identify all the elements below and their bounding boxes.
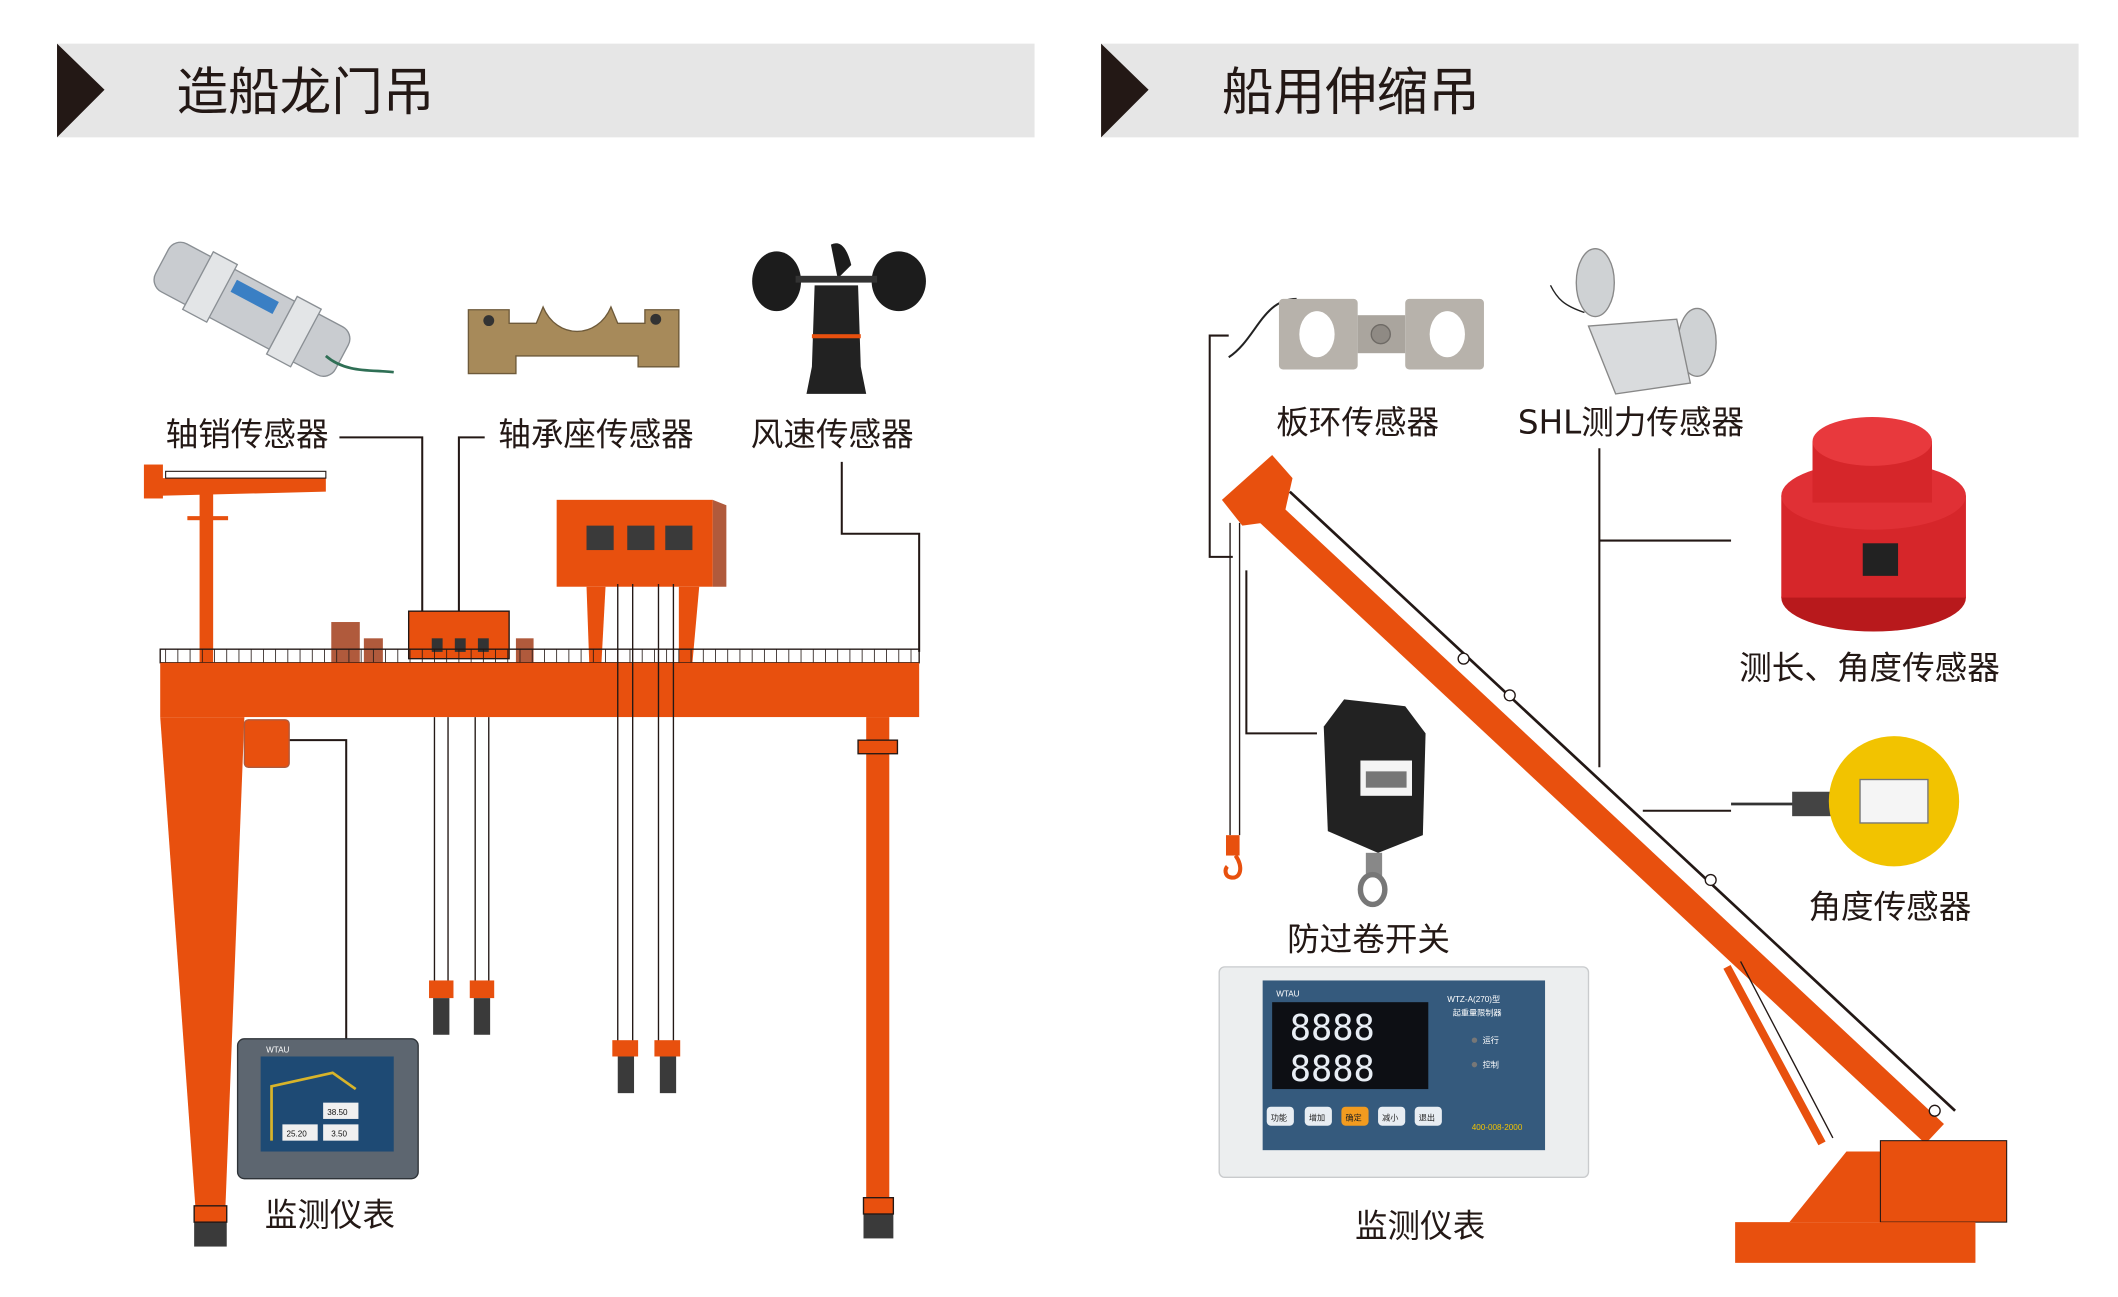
device-name: 起重量限制器 [1453,1008,1502,1018]
button-label: 减小 [1382,1112,1398,1122]
device-brand: WTAU [1276,990,1299,999]
screen-value: 3.50 [331,1130,347,1139]
gantry-crane-illustration [143,464,920,1247]
cable [324,354,394,374]
hook-icon [1223,854,1243,880]
wind-speed-sensor-image [752,243,926,394]
callout-lines-right [1208,334,1732,812]
length-angle-sensor-image [1781,417,1966,632]
bearing-sensor-image [467,305,680,375]
hook-block [654,1040,681,1094]
angle-sensor-label: 角度传感器 [1808,888,1971,926]
shl-sensor-image [1549,247,1717,395]
hook-block [469,980,495,1035]
screen-value: 38.50 [327,1108,348,1117]
service-phone: 400-008-2000 [1472,1123,1523,1132]
down-button[interactable] [1378,1106,1406,1126]
length-angle-sensor-label: 测长、角度传感器 [1739,649,2000,687]
run-indicator-label: 运行 [1483,1035,1499,1045]
anti-overwind-switch-label: 防过卷开关 [1287,921,1450,959]
bearing-sensor-label: 轴承座传感器 [498,416,693,454]
function-button[interactable] [1266,1106,1294,1126]
angle-sensor-image [1731,736,1960,867]
button-label: 增加 [1309,1112,1325,1122]
telescopic-crane-illustration [1221,455,2008,1263]
control-indicator-label: 控制 [1483,1059,1499,1069]
triangle-marker-icon [1101,43,1149,138]
header-bar [1101,43,2079,138]
right-monitor-device: 8888 8888 WTAU WTZ-A(270)型 起重量限制器 运行 控制 … [1218,966,1590,1179]
section-title: 造船龙门吊 [177,63,435,123]
plate-ring-sensor-label: 板环传感器 [1276,403,1439,441]
device-buttons: 功能 增加 确定 减小 退出 [1266,1106,1442,1126]
left-section-header: 造船龙门吊 [57,43,1035,138]
right-monitor-label: 监测仪表 [1355,1207,1485,1245]
button-label: 退出 [1419,1112,1435,1122]
left-monitor-label: 监测仪表 [265,1196,395,1234]
button-label: 确定 [1345,1112,1361,1122]
display-digits-top: 8888 [1290,1008,1375,1049]
left-monitor-device: WTAU 38.50 25.20 3.50 [236,1038,419,1180]
section-title: 船用伸缩吊 [1222,63,1480,123]
enter-button[interactable] [1341,1106,1369,1126]
hook-block [612,1040,639,1094]
plate-ring-sensor-image [1228,297,1484,370]
callout-lines-left [289,436,921,1039]
monitor-brand: WTAU [266,1045,289,1054]
exit-button[interactable] [1414,1106,1442,1126]
up-button[interactable] [1304,1106,1332,1126]
anti-overwind-switch-image [1323,699,1426,908]
display-digits-bottom: 8888 [1290,1049,1375,1090]
shl-sensor-label: SHL测力传感器 [1518,403,1744,441]
pin-sensor-label: 轴销传感器 [166,416,329,454]
hook-block [429,980,454,1035]
device-model: WTZ-A(270)型 [1447,995,1500,1004]
header-bar [57,43,1035,138]
right-section-header: 船用伸缩吊 [1101,43,2079,138]
triangle-marker-icon [57,43,105,138]
wind-sensor-label: 风速传感器 [751,416,914,454]
pin-sensor-image [153,241,351,377]
button-label: 功能 [1271,1112,1287,1122]
screen-value: 25.20 [286,1130,307,1139]
